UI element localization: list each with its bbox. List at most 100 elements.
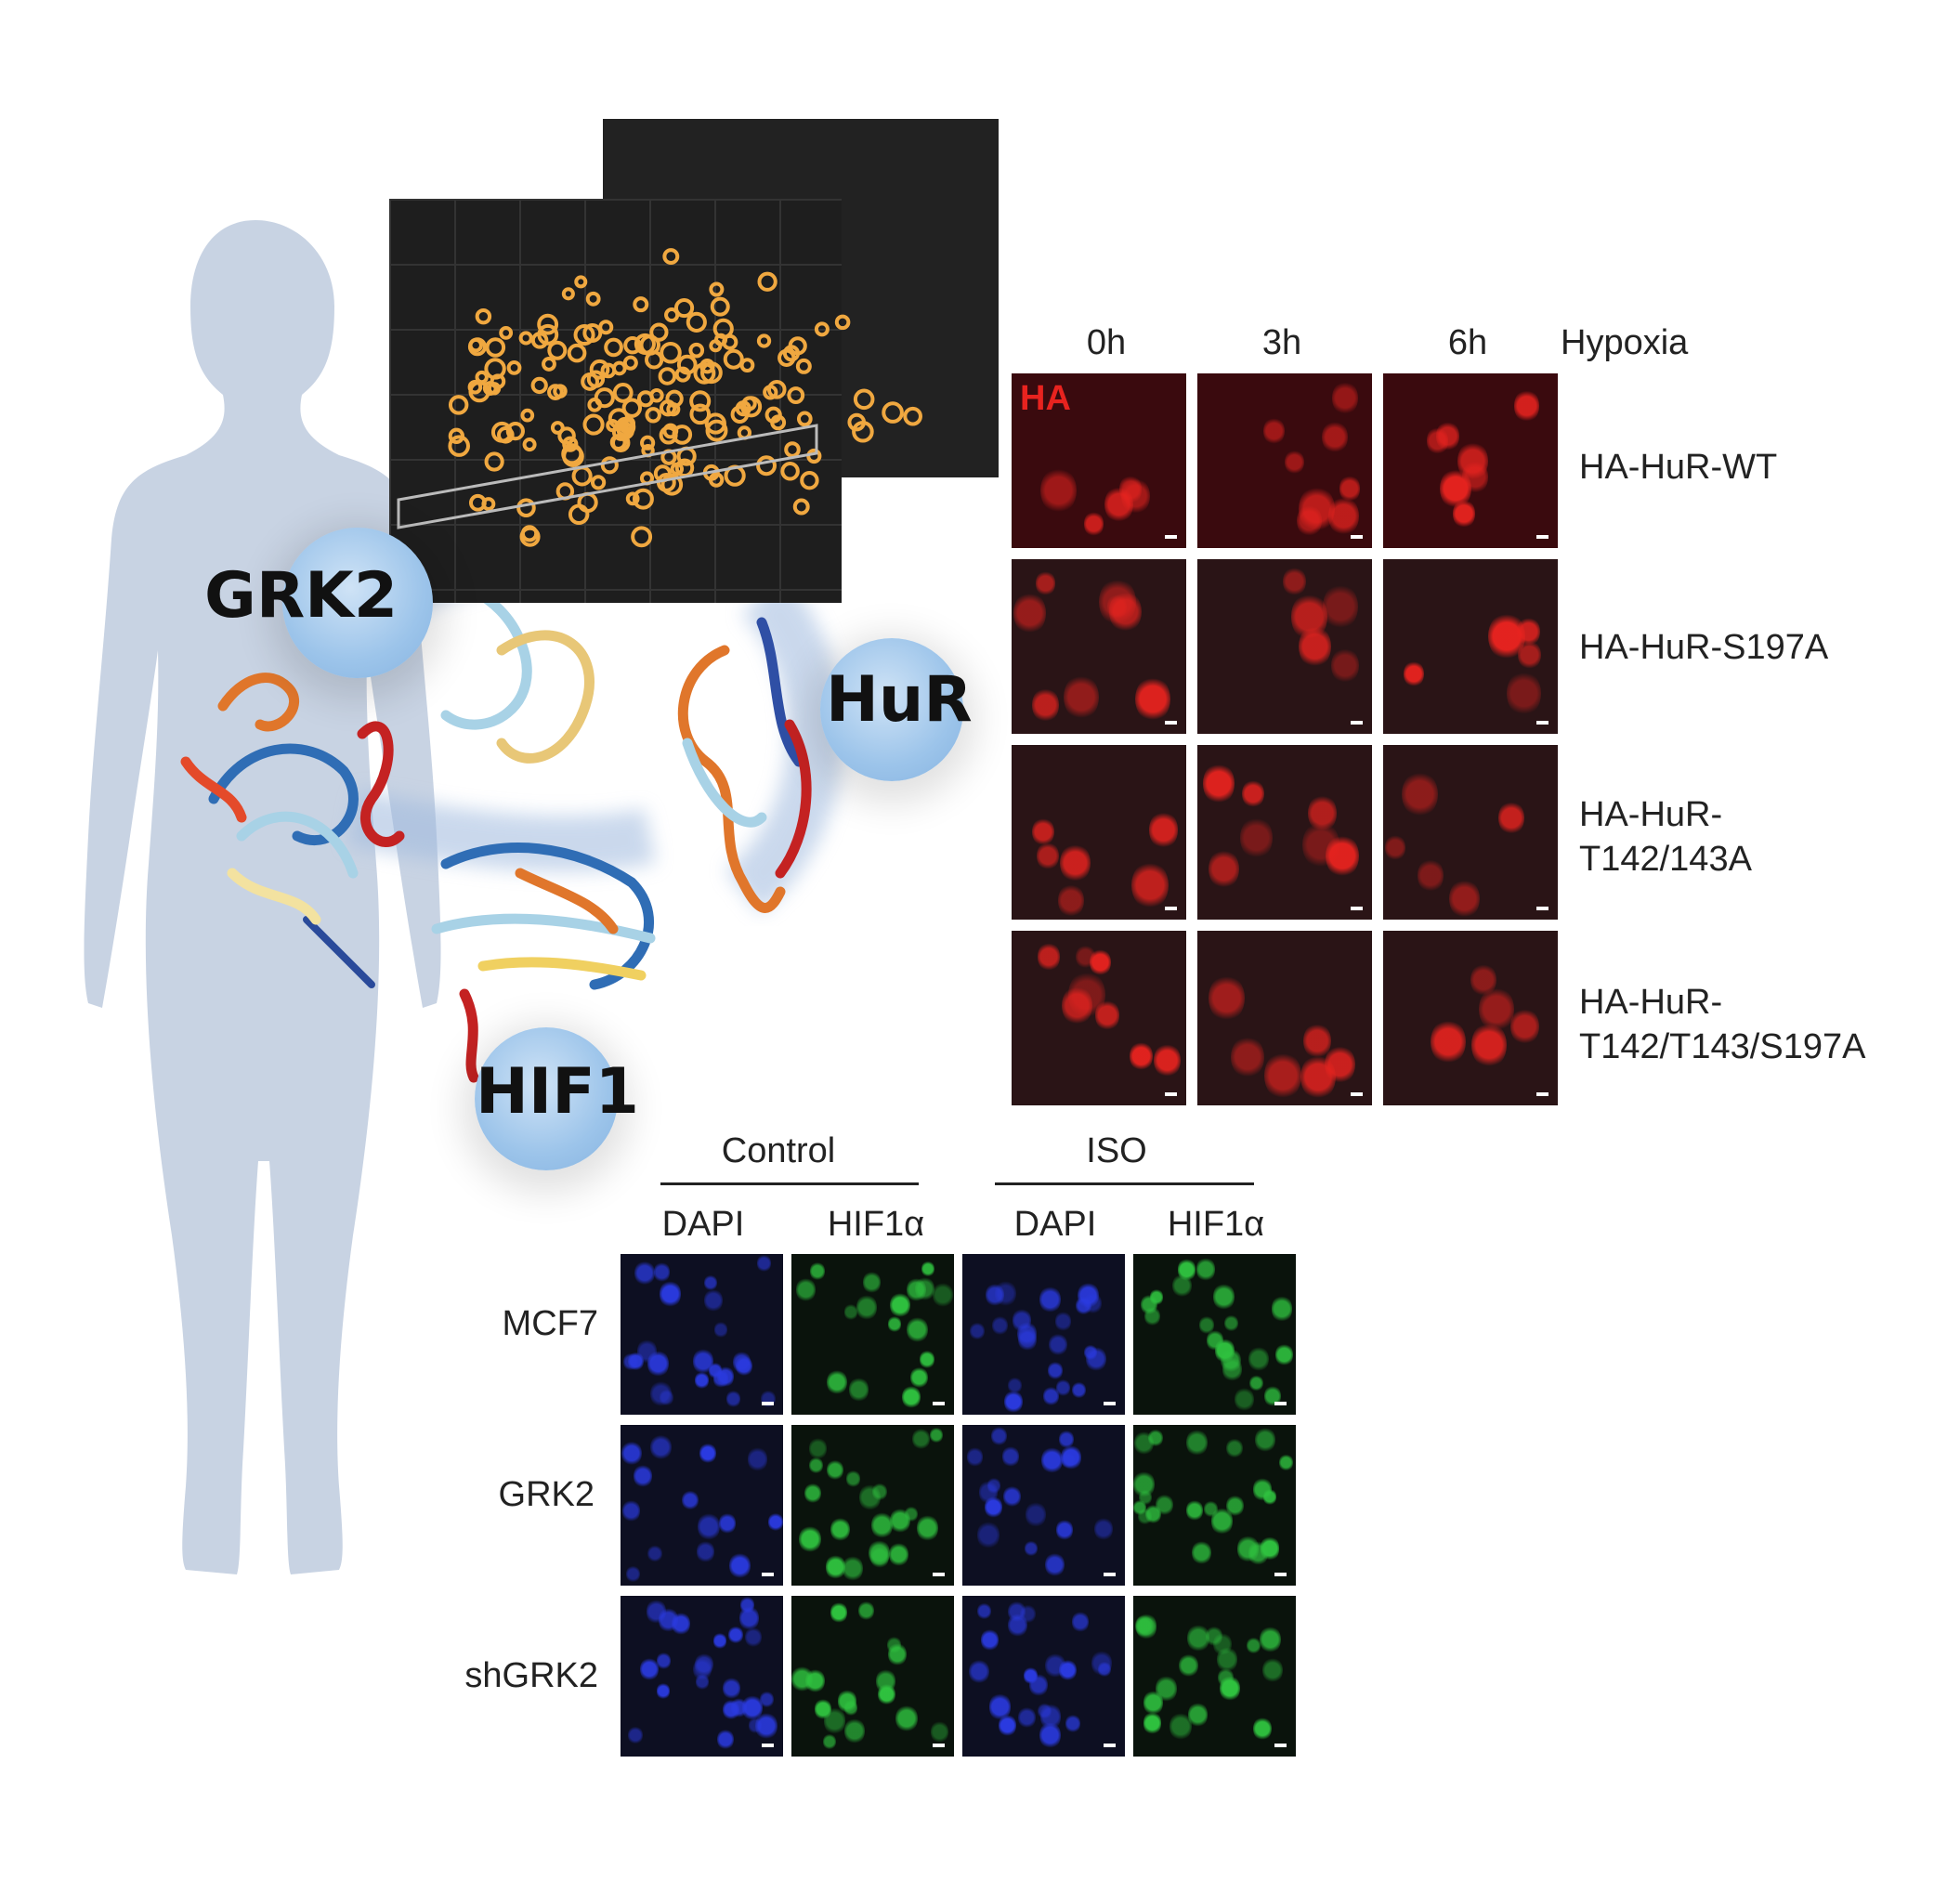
scatter-point — [481, 497, 496, 511]
cell — [890, 1292, 910, 1319]
dapi-panel-r1-c2 — [962, 1425, 1125, 1586]
scatter-point — [670, 462, 685, 477]
cell — [754, 1711, 777, 1741]
scatter-point — [571, 465, 593, 487]
cell — [633, 1464, 652, 1489]
cell — [1169, 1712, 1192, 1742]
cell — [1202, 763, 1235, 805]
scatter-point — [568, 503, 590, 526]
cell — [1226, 1437, 1243, 1459]
hypoxia-label: Hypoxia — [1561, 323, 1689, 362]
scatter-point — [600, 362, 617, 379]
cell — [1047, 1360, 1063, 1380]
scale-bar — [1274, 1402, 1287, 1405]
human-silhouette — [84, 220, 441, 1574]
cell — [1065, 1714, 1081, 1733]
ha-panel-r2-c1 — [1197, 745, 1372, 920]
cell — [1045, 1652, 1066, 1679]
cell — [980, 1627, 1000, 1652]
cell — [1510, 1008, 1539, 1046]
scatter-point — [622, 355, 638, 371]
cell — [1241, 778, 1264, 809]
regression-band — [397, 424, 818, 529]
cell — [1339, 475, 1361, 503]
scatter-point — [847, 412, 867, 432]
cell — [713, 1632, 727, 1650]
scatter-point — [499, 326, 514, 340]
grk2-bubble — [282, 528, 433, 678]
cell — [830, 1516, 851, 1542]
cell — [747, 1446, 767, 1472]
iso-bracket-line — [995, 1182, 1254, 1185]
cell — [842, 1554, 864, 1583]
scatter-points — [397, 248, 922, 548]
scale-bar — [1274, 1573, 1287, 1576]
cell — [1002, 1445, 1020, 1468]
cell — [1252, 1716, 1273, 1741]
scatter-point — [468, 337, 484, 353]
cell — [1061, 985, 1093, 1026]
scatter-point — [673, 297, 695, 319]
scatter-point — [448, 395, 469, 415]
scatter-point — [660, 473, 684, 496]
cell — [1076, 944, 1095, 969]
time-label-6h: 6h — [1447, 323, 1488, 362]
cell — [1430, 1018, 1466, 1065]
grk2-label: GRK2 — [204, 559, 399, 633]
cell — [1231, 1036, 1264, 1079]
scatter-point — [853, 388, 875, 411]
scatter-point — [792, 498, 810, 516]
cell — [1417, 858, 1444, 893]
scatter-point — [662, 248, 680, 266]
scatter-point — [609, 434, 627, 451]
cell — [809, 1456, 823, 1475]
cell — [1008, 1613, 1027, 1639]
scatter-point — [784, 441, 801, 458]
cell — [1261, 1656, 1284, 1684]
cell — [1143, 1710, 1162, 1735]
cell — [657, 1682, 671, 1700]
cell — [1118, 474, 1143, 504]
cell — [1325, 833, 1360, 879]
cell — [1039, 1286, 1062, 1314]
scale-bar — [762, 1402, 774, 1405]
scatter-point — [722, 333, 738, 350]
cell — [1076, 1296, 1091, 1316]
row-label-mcf7: MCF7 — [502, 1304, 598, 1343]
scatter-point — [645, 350, 664, 370]
scatter-point — [475, 307, 492, 325]
scale-bar — [1536, 907, 1548, 910]
cell — [1133, 1430, 1154, 1456]
scatter-point — [633, 296, 649, 313]
scatter-point — [800, 470, 819, 490]
ha-panel-r2-c0 — [1012, 745, 1186, 920]
scatter-point — [699, 358, 715, 374]
cell — [1196, 1257, 1216, 1282]
cell — [1436, 421, 1460, 451]
cell — [871, 1510, 894, 1539]
scatter-point — [530, 376, 548, 395]
ha-panel-r3-c1 — [1197, 931, 1372, 1105]
scatter-point — [612, 382, 634, 403]
cell — [1384, 834, 1405, 862]
scatter-point — [686, 311, 707, 333]
cell — [1332, 381, 1359, 416]
cell — [888, 1641, 908, 1667]
cell — [1513, 388, 1540, 424]
scatter-point — [632, 488, 654, 510]
scale-bar — [1165, 1092, 1177, 1096]
cell — [650, 1379, 673, 1408]
cell — [1302, 821, 1339, 869]
cell — [1208, 973, 1246, 1023]
cell — [970, 1321, 985, 1340]
cell — [1040, 466, 1077, 514]
cell — [1172, 1273, 1192, 1299]
time-label-0h: 0h — [1086, 323, 1127, 362]
cell — [726, 1390, 741, 1409]
cell — [859, 1483, 882, 1512]
cell — [1205, 1625, 1223, 1648]
dapi-panel-r2-c0 — [621, 1596, 783, 1757]
cell — [827, 1369, 847, 1396]
cell — [1072, 1611, 1090, 1633]
scale-bar — [1104, 1573, 1116, 1576]
